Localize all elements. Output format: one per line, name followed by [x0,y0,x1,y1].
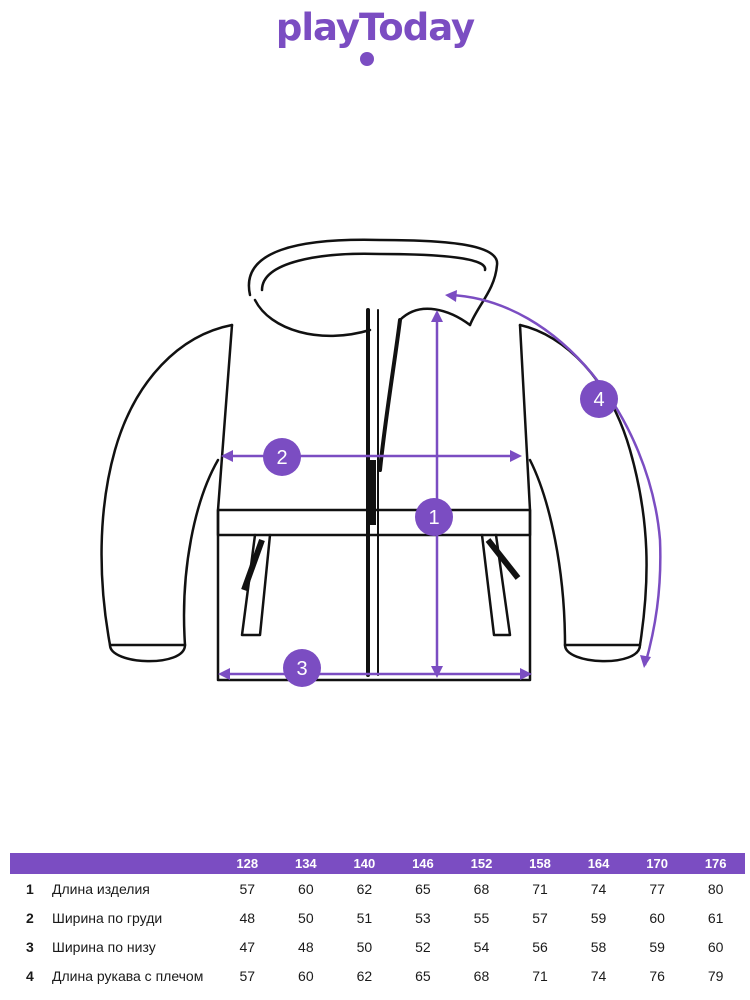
table-cell: 76 [649,967,665,984]
table-cell: 57 [239,880,256,897]
size-table: 128 134 140 146 152 158 164 170 176 1 Дл… [10,853,745,990]
marker-3: 3 [283,649,321,687]
table-cell: 57 [239,967,256,984]
table-row: 3 Ширина по низу 47 48 50 52 54 56 58 59… [10,932,745,961]
marker-2: 2 [263,438,301,476]
table-cell: 77 [649,880,665,897]
table-cell: 51 [356,909,373,926]
table-row: 1 Длина изделия 57 60 62 65 68 71 74 77 … [10,874,745,903]
table-cell: 60 [298,967,314,984]
table-cell: 50 [356,938,373,955]
table-cell: 74 [590,880,607,897]
arrow-heads [218,290,651,680]
table-cell: 59 [590,909,607,926]
size-header: 170 [646,856,668,871]
jacket-measurement-diagram: 1 2 3 4 [100,238,662,687]
table-cell: 68 [473,880,490,897]
header-blank [10,853,48,874]
table-cell: 56 [532,938,548,955]
table-cell: 52 [415,938,431,955]
brand-logo-dot [360,52,374,66]
row-number: 4 [26,967,34,984]
table-cell: 48 [239,909,256,926]
table-cell: 58 [590,938,607,955]
table-cell: 60 [707,938,724,955]
row-label: Длина рукава с плечом [52,967,204,984]
jacket-outline [100,238,648,682]
table-cell: 48 [298,938,314,955]
size-header: 158 [529,856,551,871]
size-header: 128 [236,856,259,871]
table-cell: 74 [590,967,607,984]
table-row: 2 Ширина по груди 48 50 51 53 55 57 59 6… [10,903,745,932]
size-header: 164 [587,856,610,871]
header-blank [48,853,218,874]
marker-4: 4 [580,380,618,418]
table-cell: 55 [473,909,490,926]
marker-3-label: 3 [296,658,307,680]
size-header: 152 [470,856,493,871]
brand-logo-text: playToday [275,6,475,49]
table-cell: 80 [707,880,724,897]
table-cell: 65 [415,967,431,984]
table-row: 4 Длина рукава с плечом 57 60 62 65 68 7… [10,961,745,990]
table-cell: 68 [473,967,490,984]
row-label: Ширина по низу [52,938,156,955]
size-header: 176 [704,856,727,871]
size-header-row: 128 134 140 146 152 158 164 170 176 [10,853,745,874]
marker-2-label: 2 [276,447,287,469]
size-header: 140 [353,856,376,871]
size-chart: 128 134 140 146 152 158 164 170 176 1 Дл… [10,853,745,990]
table-cell: 79 [707,967,724,984]
row-label: Длина изделия [52,880,150,897]
measurement-markers: 1 2 3 4 [263,380,618,687]
table-cell: 71 [532,880,548,897]
table-cell: 62 [356,967,373,984]
row-number: 1 [26,880,34,897]
table-cell: 60 [298,880,314,897]
measurement-lines [222,293,662,676]
brand-logo: playToday [0,0,750,70]
table-cell: 65 [415,880,431,897]
row-number: 2 [26,909,34,926]
table-cell: 54 [473,938,490,955]
table-cell: 62 [356,880,373,897]
marker-4-label: 4 [593,389,604,411]
table-cell: 47 [239,938,256,955]
table-cell: 60 [649,909,665,926]
table-cell: 59 [649,938,665,955]
zipper-pullers [241,460,521,592]
marker-1-label: 1 [428,507,439,529]
row-label: Ширина по груди [52,909,163,926]
marker-1: 1 [415,498,453,536]
table-cell: 50 [298,909,314,926]
row-number: 3 [26,938,34,955]
table-cell: 71 [532,967,548,984]
sleeve-line [449,293,662,666]
table-cell: 53 [415,909,431,926]
table-cell: 57 [532,909,548,926]
table-cell: 61 [707,909,724,926]
size-header: 146 [412,856,434,871]
size-header: 134 [294,856,317,871]
